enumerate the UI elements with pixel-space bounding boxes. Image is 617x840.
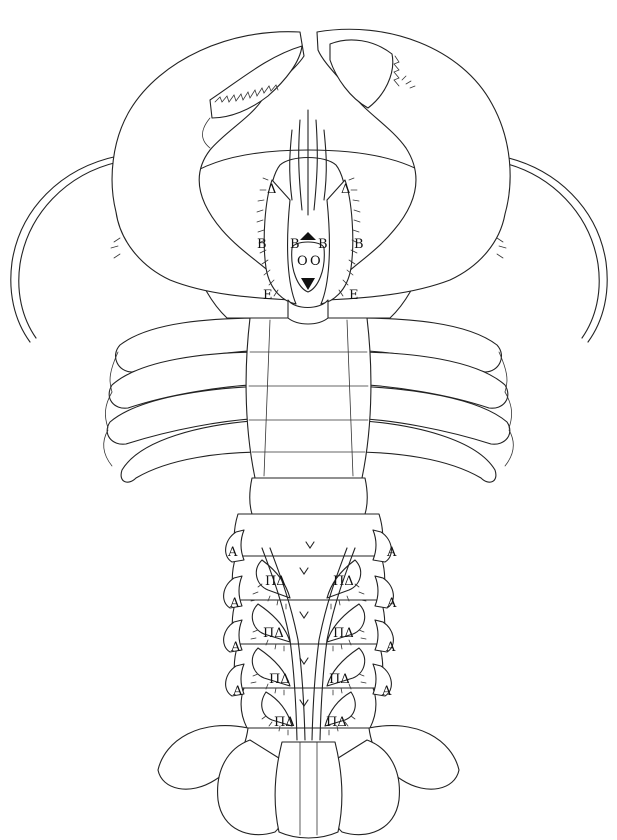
left-antenna	[11, 156, 118, 342]
left-walking-legs	[104, 318, 265, 482]
right-antenna-inner	[500, 162, 599, 338]
label-epsilon-right: Ε	[349, 288, 359, 303]
label-pi-delta-right-2: ΠΔ	[333, 626, 354, 641]
label-beta-outer-right: Β	[354, 237, 364, 252]
label-alpha-right-3: Α	[385, 640, 396, 655]
right-walking-legs	[352, 318, 513, 482]
label-alpha-left-2: Α	[229, 596, 240, 611]
label-alpha-left-3: Α	[230, 640, 241, 655]
label-alpha-right-2: Α	[386, 596, 397, 611]
label-alpha-right-1: Α	[386, 545, 397, 560]
label-beta-inner-left: Β	[290, 237, 300, 252]
label-pi-delta-right-3: ΠΔ	[329, 672, 350, 687]
label-omicron-right: Ο	[310, 254, 321, 269]
left-antenna-inner	[19, 162, 118, 338]
label-pi-delta-right-1: ΠΔ	[333, 574, 354, 589]
right-antenna	[500, 156, 607, 342]
label-pi-delta-right-4: ΠΔ	[326, 715, 347, 730]
label-alpha-left-1: Α	[227, 545, 238, 560]
label-pi-delta-left-4: ΠΔ	[274, 715, 295, 730]
label-alpha-left-4: Α	[232, 684, 243, 699]
label-pi-delta-left-3: ΠΔ	[269, 672, 290, 687]
tail-fan	[158, 726, 459, 838]
label-delta-right: Δ	[341, 182, 350, 197]
label-beta-outer-left: Β	[257, 237, 267, 252]
label-delta-left: Δ	[267, 182, 276, 197]
label-pi-delta-left-1: ΠΔ	[265, 574, 286, 589]
abdomen	[224, 478, 394, 740]
label-alpha-right-4: Α	[381, 684, 392, 699]
label-beta-inner-right: Β	[318, 237, 328, 252]
label-pi-delta-left-2: ΠΔ	[263, 626, 284, 641]
label-sigma: Σ	[303, 266, 311, 280]
label-epsilon-left: Ε	[263, 288, 273, 303]
